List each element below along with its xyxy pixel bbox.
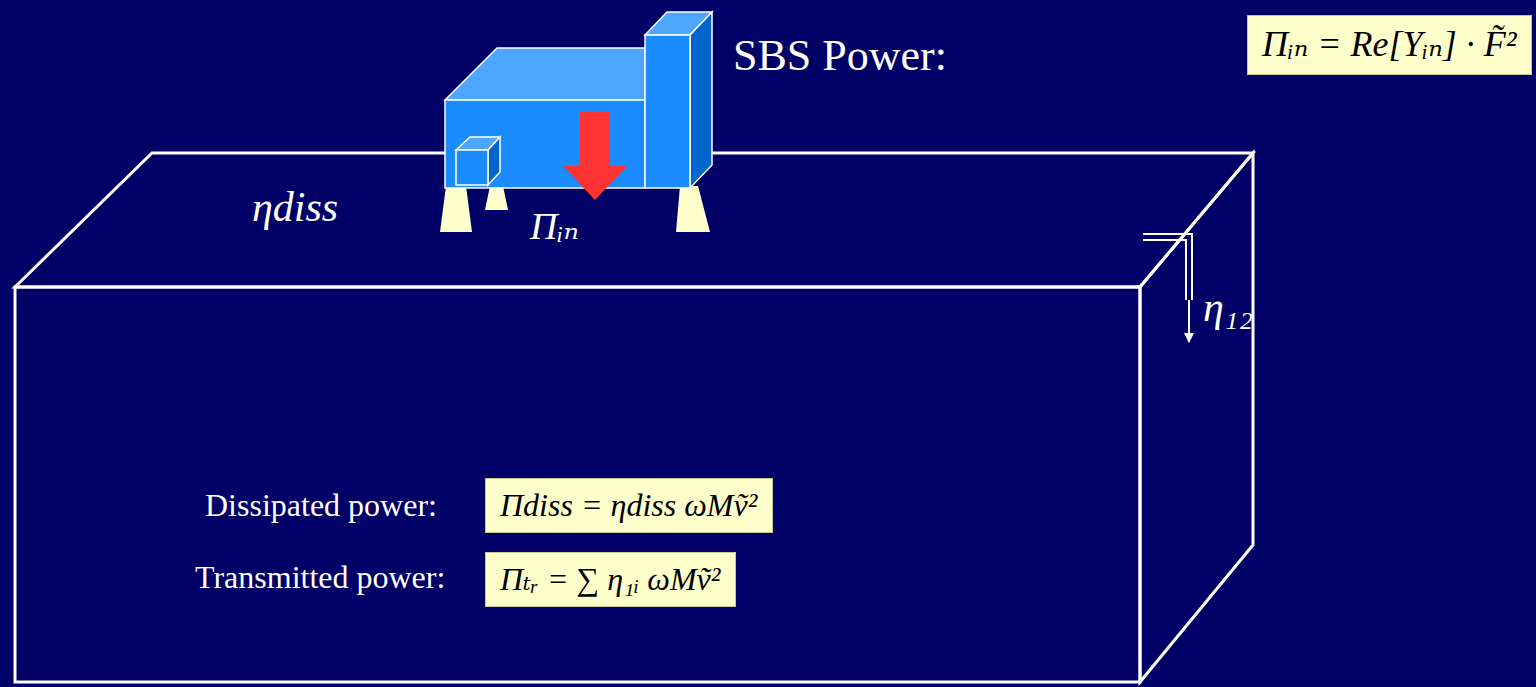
power-label: Πᵢₙ <box>530 206 579 248</box>
machine-top <box>445 48 645 100</box>
coupling-line <box>1143 234 1192 300</box>
heading-label: SBS Power: <box>733 32 947 80</box>
structure-front-face <box>15 287 1140 682</box>
coupling-label: η₁₂ <box>1203 284 1253 330</box>
power-arrow <box>563 112 627 200</box>
machine-tower-side <box>690 12 712 188</box>
formula-text: Πdiss = ηdiss ωMṽ² <box>500 487 758 524</box>
quantity-label: Transmitted power: <box>195 560 445 595</box>
structure-side-face <box>1140 153 1253 682</box>
small-cube <box>456 150 488 185</box>
formula-box: Πdiss = ηdiss ωMṽ² <box>485 478 773 533</box>
coupling-arrow <box>1188 300 1190 342</box>
formula-box: Πₜᵣ = ∑ η₁ᵢ ωMṽ² <box>485 552 736 607</box>
machine-foot <box>440 186 472 232</box>
small-cube-side <box>488 137 500 185</box>
formula-text: Πₜᵣ = ∑ η₁ᵢ ωMṽ² <box>500 561 721 598</box>
quantity-label: Dissipated power: <box>205 488 437 523</box>
loss-factor-label: ηdiss <box>252 184 338 230</box>
coupling-line <box>1143 240 1186 300</box>
formula-box: Πᵢₙ = Re[Yᵢₙ] · F̃² <box>1247 15 1532 75</box>
machine-foot <box>485 186 508 210</box>
formula-text: Πᵢₙ = Re[Yᵢₙ] · F̃² <box>1262 24 1517 65</box>
machine-foot <box>676 186 710 232</box>
machine-tower <box>645 35 690 188</box>
